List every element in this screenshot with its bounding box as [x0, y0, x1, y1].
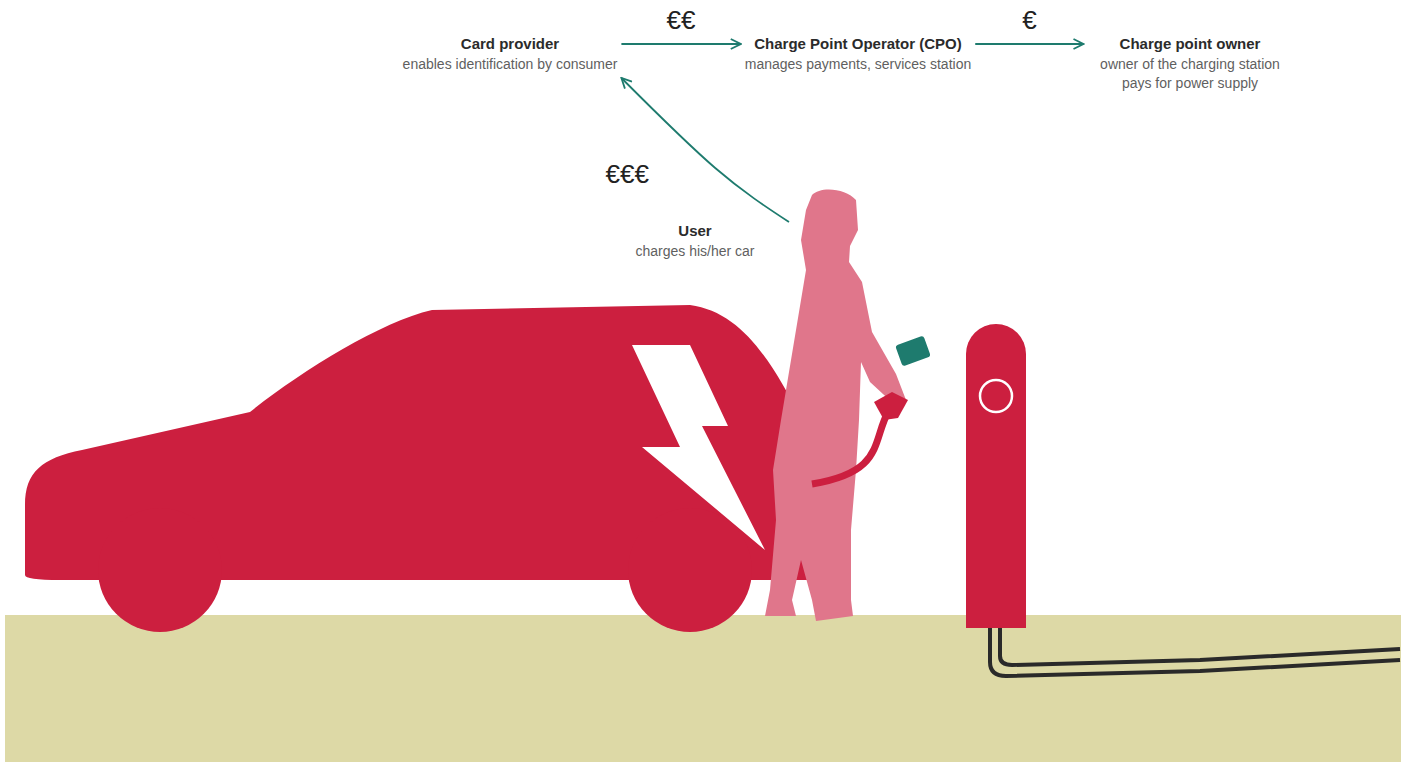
role-node: Charge point ownerowner of the charging …: [1088, 33, 1293, 93]
power-cable: [990, 628, 1400, 676]
role-node: Usercharges his/her car: [605, 220, 785, 261]
role-title: Charge Point Operator (CPO): [745, 33, 971, 55]
car-wheel: [628, 508, 752, 632]
charging-plug: [874, 392, 908, 420]
charger-ring: [980, 380, 1012, 412]
car-wheel: [98, 508, 222, 632]
money-label: €€€: [605, 159, 648, 190]
charging-cable: [812, 412, 888, 484]
payment-arrow: [975, 43, 1083, 45]
payment-arrow: [621, 43, 740, 45]
role-description: manages payments, services station: [745, 55, 971, 74]
power-cable: [1000, 628, 1400, 665]
role-description: owner of the charging station pays for p…: [1088, 55, 1293, 93]
ground: [5, 615, 1401, 762]
role-title: Charge point owner: [1088, 33, 1293, 55]
role-description: enables identification by consumer: [403, 55, 618, 74]
money-label: €€: [667, 5, 696, 36]
charging-station: [966, 324, 1026, 628]
role-node: Card providerenables identification by c…: [403, 33, 618, 74]
money-label: €: [1022, 5, 1036, 36]
lightning-bolt: [632, 345, 765, 550]
role-title: Card provider: [403, 33, 618, 55]
role-description: charges his/her car: [605, 242, 785, 261]
payment-arrow: [621, 78, 789, 222]
role-node: Charge Point Operator (CPO)manages payme…: [745, 33, 971, 74]
charge-card: [895, 336, 931, 367]
role-title: User: [605, 220, 785, 242]
